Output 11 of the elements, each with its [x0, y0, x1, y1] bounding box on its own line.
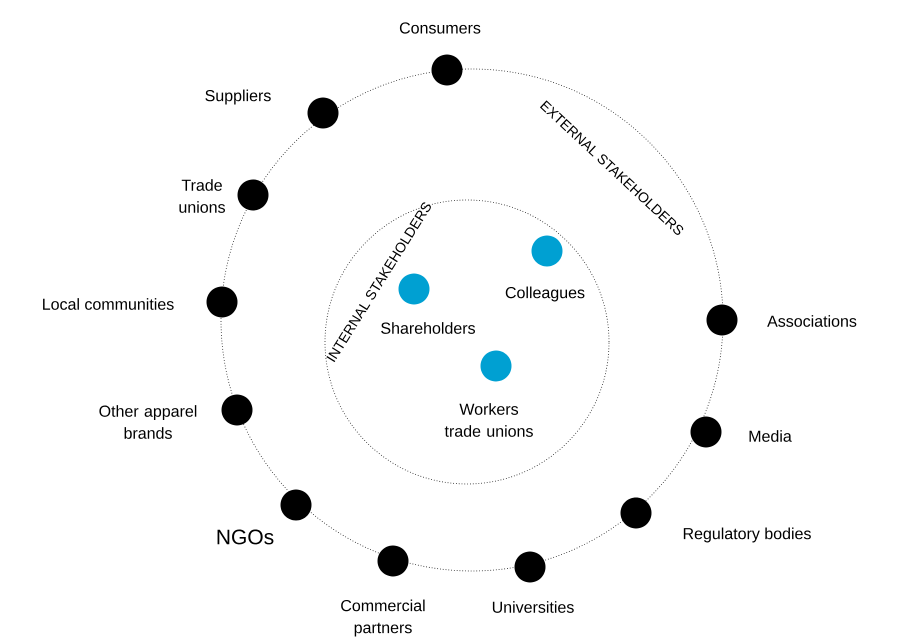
stakeholder-label: Local communities: [43, 298, 174, 310]
stakeholder-label: Consumers: [400, 22, 480, 34]
stakeholder-label: Universities: [492, 601, 574, 613]
stakeholder-label: Colleagues: [506, 286, 584, 302]
stakeholder-label: Other apparel brands: [99, 405, 196, 439]
stakeholder-label: Commercial partners: [341, 600, 425, 636]
stakeholder-label: NGOs: [218, 530, 274, 544]
stakeholder-label: Shareholders: [381, 322, 475, 334]
stakeholder-label: Associations: [767, 315, 856, 327]
stakeholder-label: Media: [750, 430, 792, 442]
stakeholder-label: Workers trade unions: [444, 403, 533, 437]
